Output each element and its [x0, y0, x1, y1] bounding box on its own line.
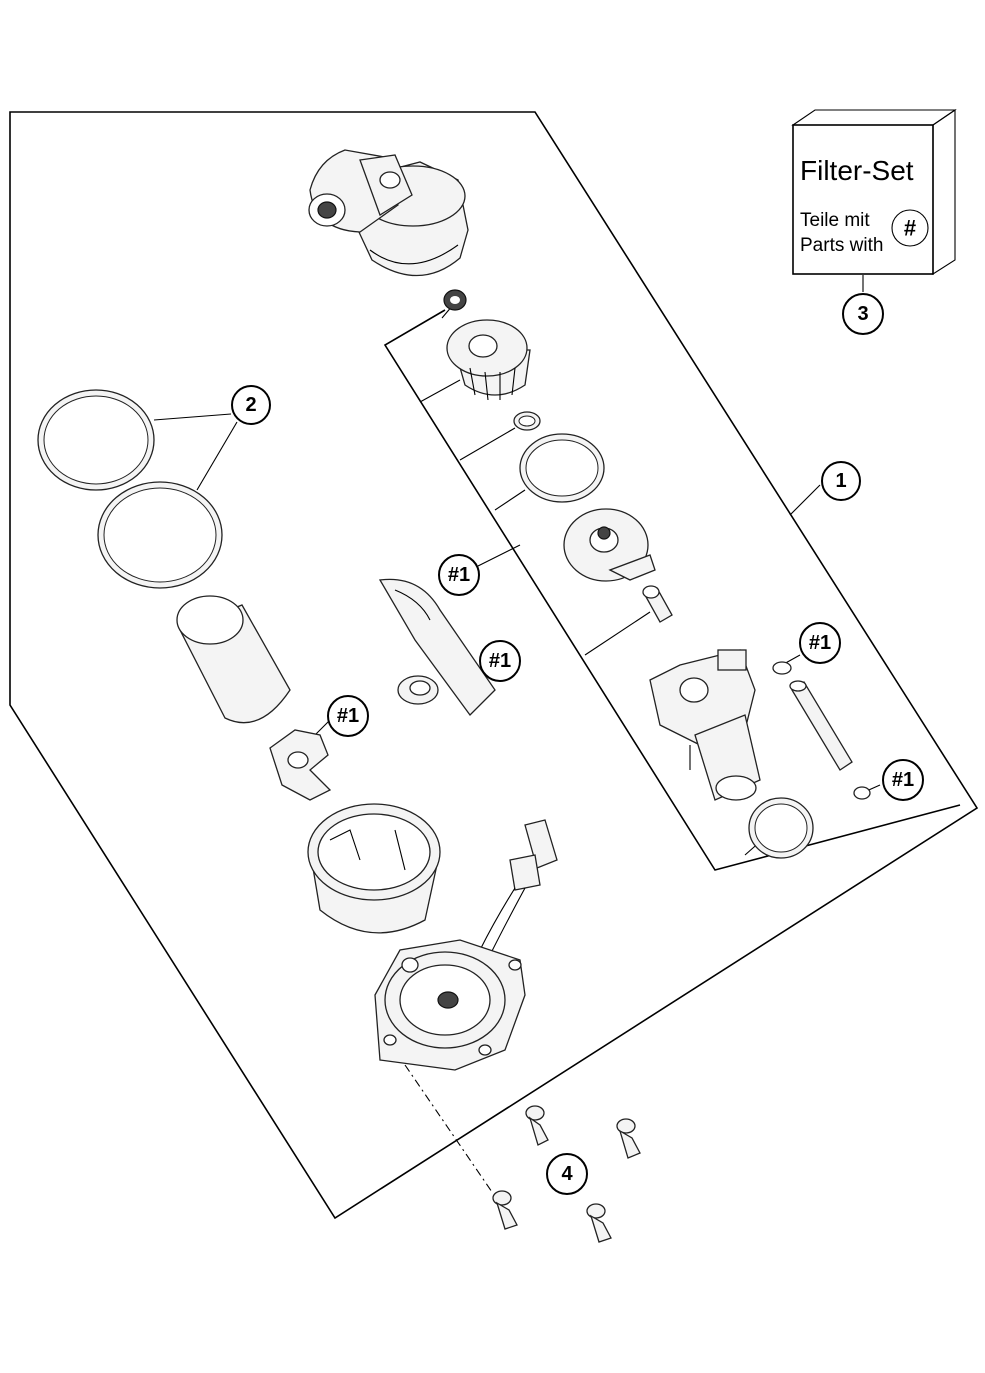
screw-4 — [586, 1203, 612, 1243]
screw-1 — [525, 1105, 549, 1146]
pump-flange — [374, 939, 526, 1071]
filter-set-line1: Teile mit — [800, 210, 870, 231]
svg-text:3: 3 — [857, 303, 868, 325]
callout-1: 1 — [821, 461, 861, 501]
callout-2: 2 — [231, 385, 271, 425]
clip-holder — [269, 729, 332, 801]
callout-hash1-c: #1 — [327, 695, 369, 737]
filter-set-title: Filter-Set — [800, 155, 914, 186]
pressure-regulator — [563, 508, 656, 582]
small-nut — [443, 289, 467, 311]
callout-hash1-e: #1 — [882, 759, 924, 801]
svg-text:2: 2 — [245, 394, 256, 416]
callout-hash1-b: #1 — [479, 640, 521, 682]
svg-text:4: 4 — [561, 1163, 573, 1185]
callout-4: 4 — [546, 1153, 588, 1195]
filter-set-line2: Parts with — [800, 235, 883, 256]
small-tube — [642, 585, 673, 623]
callout-hash1-d: #1 — [799, 622, 841, 664]
cylinder-sleeve — [176, 595, 291, 724]
svg-text:#1: #1 — [489, 650, 511, 672]
filter-set-box: Filter-Set Teile mit Parts with # — [791, 108, 957, 276]
svg-text:#1: #1 — [892, 769, 914, 791]
assembly-frame — [9, 111, 979, 1220]
svg-text:1: 1 — [835, 470, 846, 492]
o-ring-small-right-upper — [772, 661, 792, 675]
svg-text:#1: #1 — [337, 705, 359, 727]
filter-housing-top — [308, 149, 469, 277]
screw-2 — [616, 1118, 641, 1159]
callout-hash1-a: #1 — [438, 554, 480, 596]
fuel-pickup-tube — [789, 680, 853, 771]
strainer-shield — [378, 578, 496, 716]
subassembly-frame — [383, 309, 961, 871]
callout-3: 3 — [842, 293, 884, 335]
reservoir-cup — [307, 803, 441, 934]
fuel-filter-element — [446, 319, 531, 401]
fuel-pump-motor — [649, 649, 761, 801]
o-ring-small-right-lower — [853, 786, 871, 800]
small-clip — [397, 675, 439, 705]
filter-set-hash-symbol: # — [904, 216, 916, 241]
screw-3 — [492, 1190, 518, 1230]
svg-text:#1: #1 — [809, 632, 831, 654]
svg-text:#1: #1 — [448, 564, 470, 586]
connector-wiring — [479, 819, 558, 956]
